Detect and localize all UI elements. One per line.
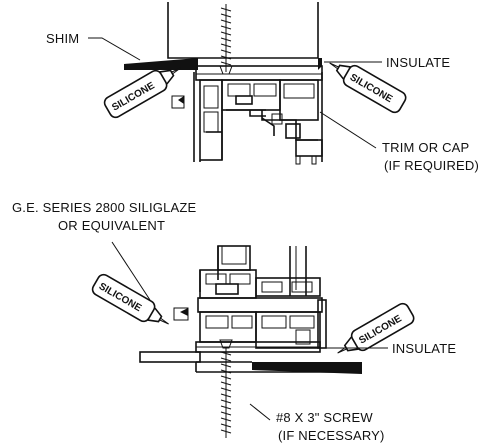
trim-label-line2: (IF REQUIRED) bbox=[384, 158, 479, 173]
bead-left-bottom bbox=[173, 307, 189, 321]
top-screw bbox=[219, 4, 233, 75]
sealant-label-line2: OR EQUIVALENT bbox=[58, 218, 165, 233]
sealant-leader bbox=[111, 241, 151, 301]
screw-label-line1: #8 X 3" SCREW bbox=[276, 410, 373, 425]
insulate-label-top: INSULATE bbox=[386, 55, 450, 70]
head-wall-outline bbox=[167, 2, 319, 59]
silicone-tube-left-bottom: SILICONE bbox=[91, 273, 169, 325]
trim-leader bbox=[319, 111, 377, 149]
sealant-label-line1: G.E. SERIES 2800 SILIGLAZE bbox=[12, 200, 197, 215]
bottom-screw bbox=[219, 339, 233, 438]
sill-frame-profile bbox=[195, 269, 327, 353]
top-detail: SILICONE SILICONE SHIM INSULATE TRIM OR … bbox=[46, 2, 479, 173]
screw-label-line2: (IF NECESSARY) bbox=[278, 428, 385, 443]
insulate-wedge-top bbox=[318, 58, 322, 70]
bottom-detail: SILICONE SILICONE G.E. SERIES 2800 SILIG… bbox=[12, 200, 456, 443]
screw-leader bbox=[249, 403, 271, 421]
bead-left-top bbox=[171, 95, 185, 109]
insulate-label-bottom: INSULATE bbox=[392, 341, 456, 356]
sill-plate bbox=[139, 351, 201, 363]
shim-wedge bbox=[124, 58, 198, 70]
insulate-wedge-bottom bbox=[252, 362, 362, 374]
head-frame-profile bbox=[195, 65, 323, 165]
shim-label: SHIM bbox=[46, 31, 79, 46]
trim-label-line1: TRIM OR CAP bbox=[382, 140, 469, 155]
shim-leader bbox=[88, 37, 141, 61]
